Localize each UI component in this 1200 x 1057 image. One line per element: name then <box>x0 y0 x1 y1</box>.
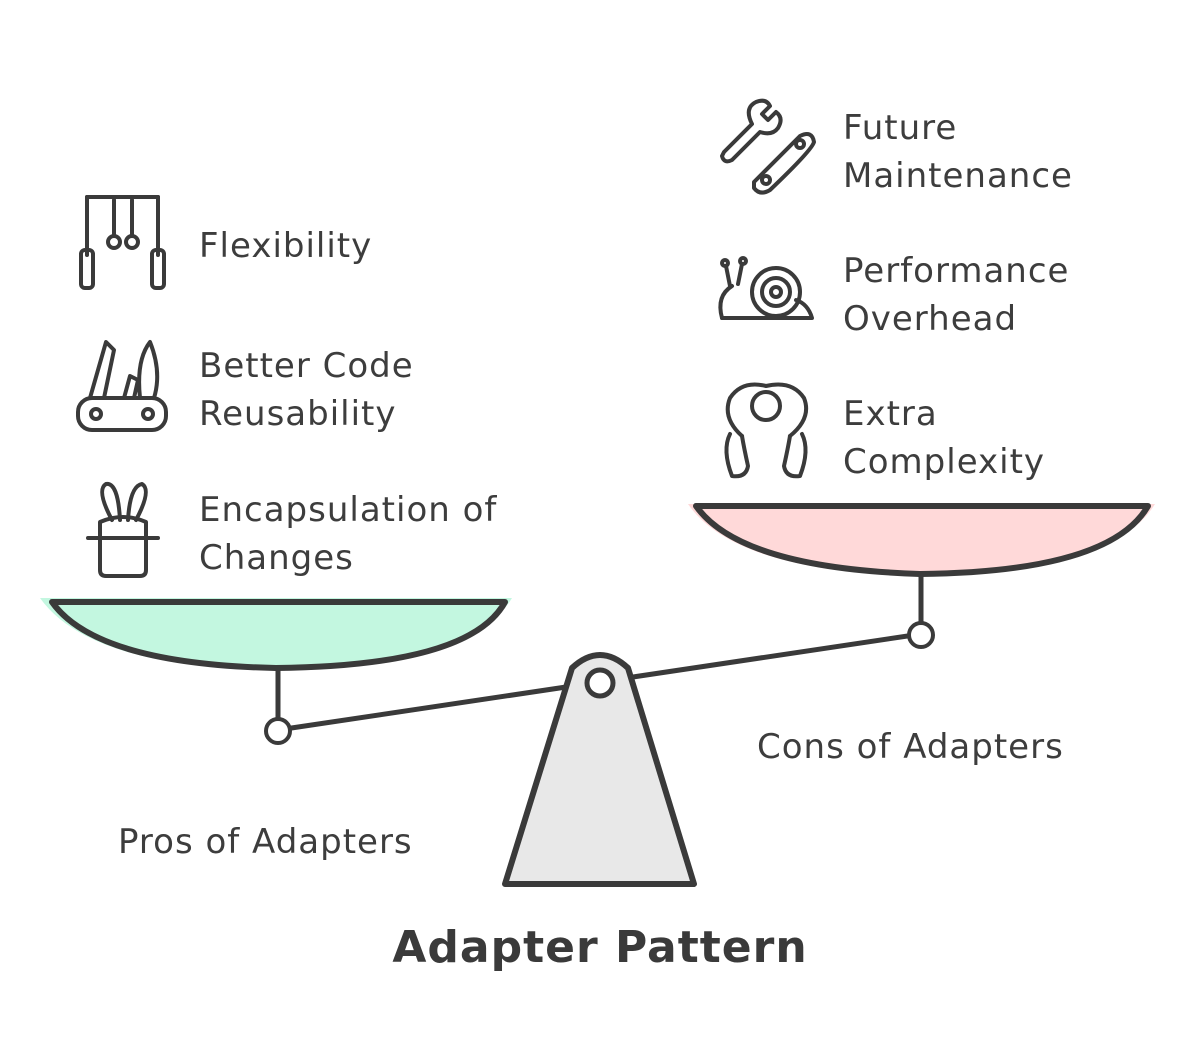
pros-item-code-reusability: Better Code Reusability <box>199 342 414 438</box>
cons-item-future-maintenance: Future Maintenance <box>843 104 1073 200</box>
cons-item-line: Future <box>843 108 958 148</box>
magic-hat-rabbit-icon <box>86 481 160 578</box>
pros-item-flexibility: Flexibility <box>199 222 372 270</box>
pros-pan <box>40 598 512 671</box>
pros-item-line: Better Code <box>199 346 414 386</box>
left-pan-joint <box>264 717 292 745</box>
cons-item-performance-overhead: Performance Overhead <box>843 247 1069 343</box>
wrench-and-tool-icon <box>720 98 816 195</box>
fulcrum-pivot <box>584 667 616 699</box>
cons-pan <box>688 503 1155 577</box>
cons-item-line: Performance <box>843 251 1070 291</box>
contortionist-icon <box>724 382 809 479</box>
pros-group-label: Pros of Adapters <box>118 822 413 862</box>
pros-item-line: Changes <box>199 538 354 578</box>
cons-item-line: Maintenance <box>843 156 1073 196</box>
gymnastic-rings-icon <box>79 195 166 290</box>
swiss-army-knife-icon <box>76 340 168 432</box>
pros-item-encapsulation: Encapsulation of Changes <box>199 486 497 582</box>
fulcrum <box>502 652 697 887</box>
cons-item-extra-complexity: Extra Complexity <box>843 390 1045 486</box>
cons-item-line: Complexity <box>843 442 1046 482</box>
cons-item-line: Extra <box>843 394 938 434</box>
pros-item-line: Reusability <box>199 394 397 434</box>
snail-icon <box>718 256 814 320</box>
pros-item-line: Flexibility <box>199 226 373 266</box>
diagram-title: Adapter Pattern <box>392 922 808 973</box>
cons-group-label: Cons of Adapters <box>757 727 1064 767</box>
right-pan-joint <box>907 621 935 649</box>
pros-item-line: Encapsulation of <box>199 490 498 530</box>
cons-item-line: Overhead <box>843 299 1018 339</box>
